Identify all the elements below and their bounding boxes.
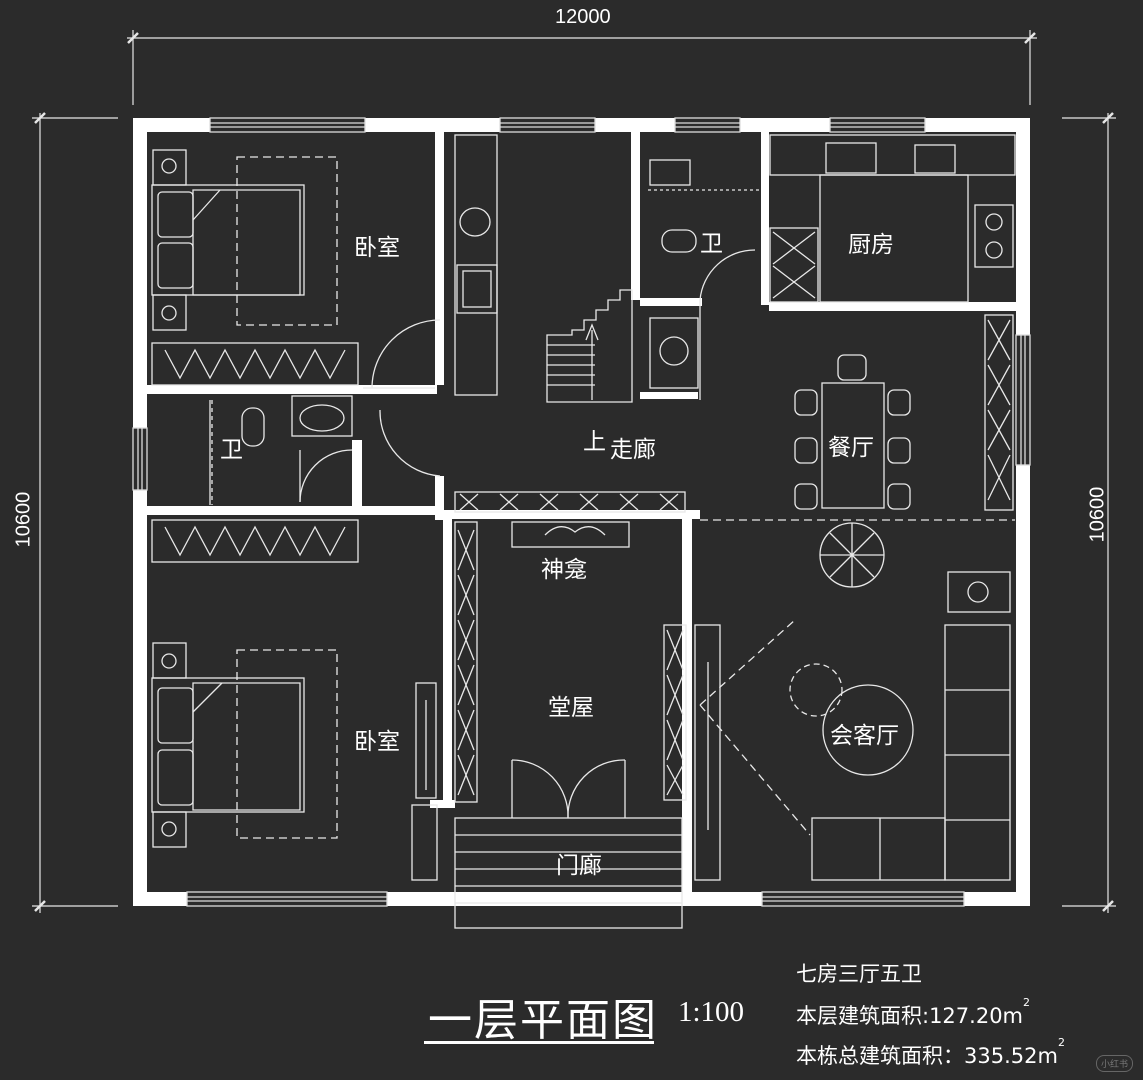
room-label-stair-up: 上: [583, 429, 606, 455]
room-label-main-hall: 堂屋: [548, 695, 594, 721]
room-label-living: 会客厅: [830, 723, 899, 749]
room-label-porch: 门廊: [556, 853, 602, 879]
dimension-lines: [32, 30, 1116, 913]
sofa-icon: [811, 817, 946, 881]
plan-title: 一层平面图: [428, 995, 658, 1046]
sink-icon: [947, 571, 1011, 613]
info-floor-area-text: 本层建筑面积:127.20m: [796, 1004, 1024, 1028]
room-label-bath-left: 卫: [220, 437, 243, 463]
dimension-left: 10600: [12, 491, 35, 548]
door-swing-icon: [371, 319, 441, 389]
room-label-shrine: 神龛: [541, 557, 587, 583]
stove-icon: [974, 204, 1014, 268]
title-underline: [424, 1041, 654, 1044]
watermark-logo: 小红书: [1096, 1055, 1134, 1072]
room-label-corridor: 走廊: [610, 437, 656, 463]
stair-icon: [546, 289, 633, 403]
sink-icon: [291, 395, 353, 437]
toilet-icon: [241, 407, 265, 447]
info-floor-area: 本层建筑面积:127.20m2: [796, 996, 1030, 1030]
plan-scale: 1:100: [678, 996, 745, 1028]
room-label-kitchen: 厨房: [848, 232, 894, 258]
info-layout: 七房三厅五卫: [796, 962, 922, 986]
info-total-area-sup: 2: [1057, 1036, 1065, 1049]
info-total-area-text: 本栋总建筑面积：335.52m: [796, 1044, 1058, 1068]
tree-icon: [819, 522, 885, 588]
room-label-bedroom-bottom: 卧室: [354, 729, 400, 755]
info-floor-area-sup: 2: [1023, 996, 1031, 1009]
toilet-icon: [661, 229, 697, 253]
sofa-icon: [944, 624, 1011, 881]
room-label-bath-top: 卫: [700, 231, 723, 257]
furniture: [151, 134, 1016, 929]
dimension-top: 12000: [555, 6, 611, 28]
windows: [132, 117, 1031, 907]
room-label-bedroom-top: 卧室: [354, 235, 400, 261]
room-label-dining: 餐厅: [828, 435, 874, 461]
dimension-right: 10600: [1086, 486, 1109, 543]
info-total-area: 本栋总建筑面积：335.52m2: [796, 1036, 1065, 1070]
dining-table-icon: [821, 382, 885, 509]
bed-icon: [151, 677, 305, 813]
sink-icon: [825, 142, 877, 174]
